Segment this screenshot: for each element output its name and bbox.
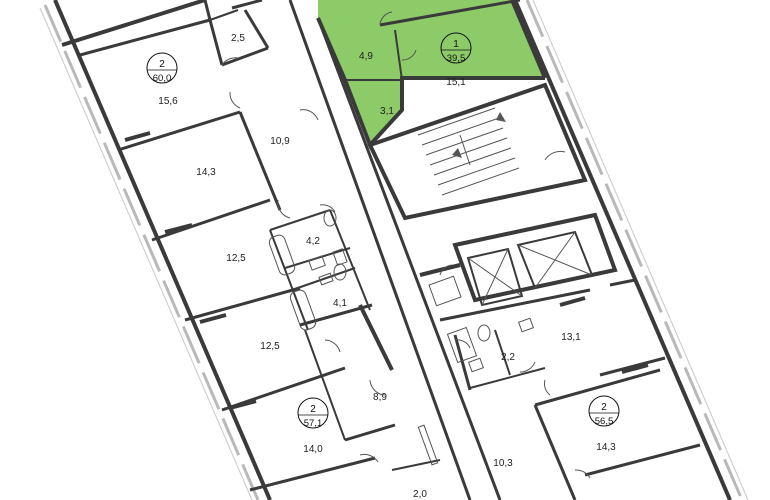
apartment-number: 2 (310, 404, 316, 415)
room-area: 10,9 (270, 136, 290, 147)
room-area: 2,2 (501, 352, 515, 363)
left-doors (221, 57, 386, 463)
room-area: 3,1 (380, 106, 394, 117)
stair-core (367, 82, 588, 221)
room-area: 14,3 (596, 442, 616, 453)
apartment-area: 56,5 (595, 416, 614, 427)
room-area: 15,1 (446, 77, 466, 88)
room-area: 4,9 (359, 51, 373, 62)
room-area: 14,0 (303, 444, 323, 455)
room-area: 2,5 (231, 33, 245, 44)
room-area: 2,0 (413, 489, 427, 500)
elevator-core (452, 212, 618, 307)
room-area: 12,5 (226, 253, 246, 264)
room-area: 4,2 (306, 236, 320, 247)
apartment-number: 1 (453, 39, 459, 50)
apartment-2b-badge[interactable]: 2 57,1 (297, 397, 329, 429)
right-doors (439, 264, 591, 479)
apartment-area: 57,1 (304, 418, 323, 429)
room-area: 12,5 (260, 341, 280, 352)
left-facade (39, 0, 272, 500)
apartment-area: 39,5 (447, 53, 466, 64)
left-interior-walls (61, 0, 441, 492)
room-area: 13,1 (561, 332, 581, 343)
apartment-2c-badge[interactable]: 2 56,5 (588, 395, 620, 427)
room-labels: 2,5 15,6 10,9 14,3 4,2 12,5 4,1 12,5 8,9… (158, 33, 616, 500)
apartment-area: 60,0 (153, 73, 172, 84)
apartment-1-unit[interactable] (316, 0, 547, 149)
room-area: 4,1 (333, 298, 347, 309)
right-interior-walls (419, 263, 701, 500)
apartment-1-badge[interactable]: 1 39,5 (440, 32, 472, 64)
wall-window-marks (124, 131, 649, 410)
apartment-2a-badge[interactable]: 2 60,0 (146, 52, 178, 84)
corridor-walls (288, 0, 502, 500)
apartment-number: 2 (601, 402, 607, 413)
right-facade (513, 0, 749, 500)
room-area: 10,3 (493, 458, 513, 469)
right-bathroom-fixtures (428, 275, 534, 373)
room-area: 14,3 (196, 167, 216, 178)
apartment-number: 2 (159, 59, 165, 70)
room-area: 8,9 (373, 392, 387, 403)
left-bathroom-fixtures (268, 209, 439, 466)
room-area: 15,6 (158, 96, 178, 107)
